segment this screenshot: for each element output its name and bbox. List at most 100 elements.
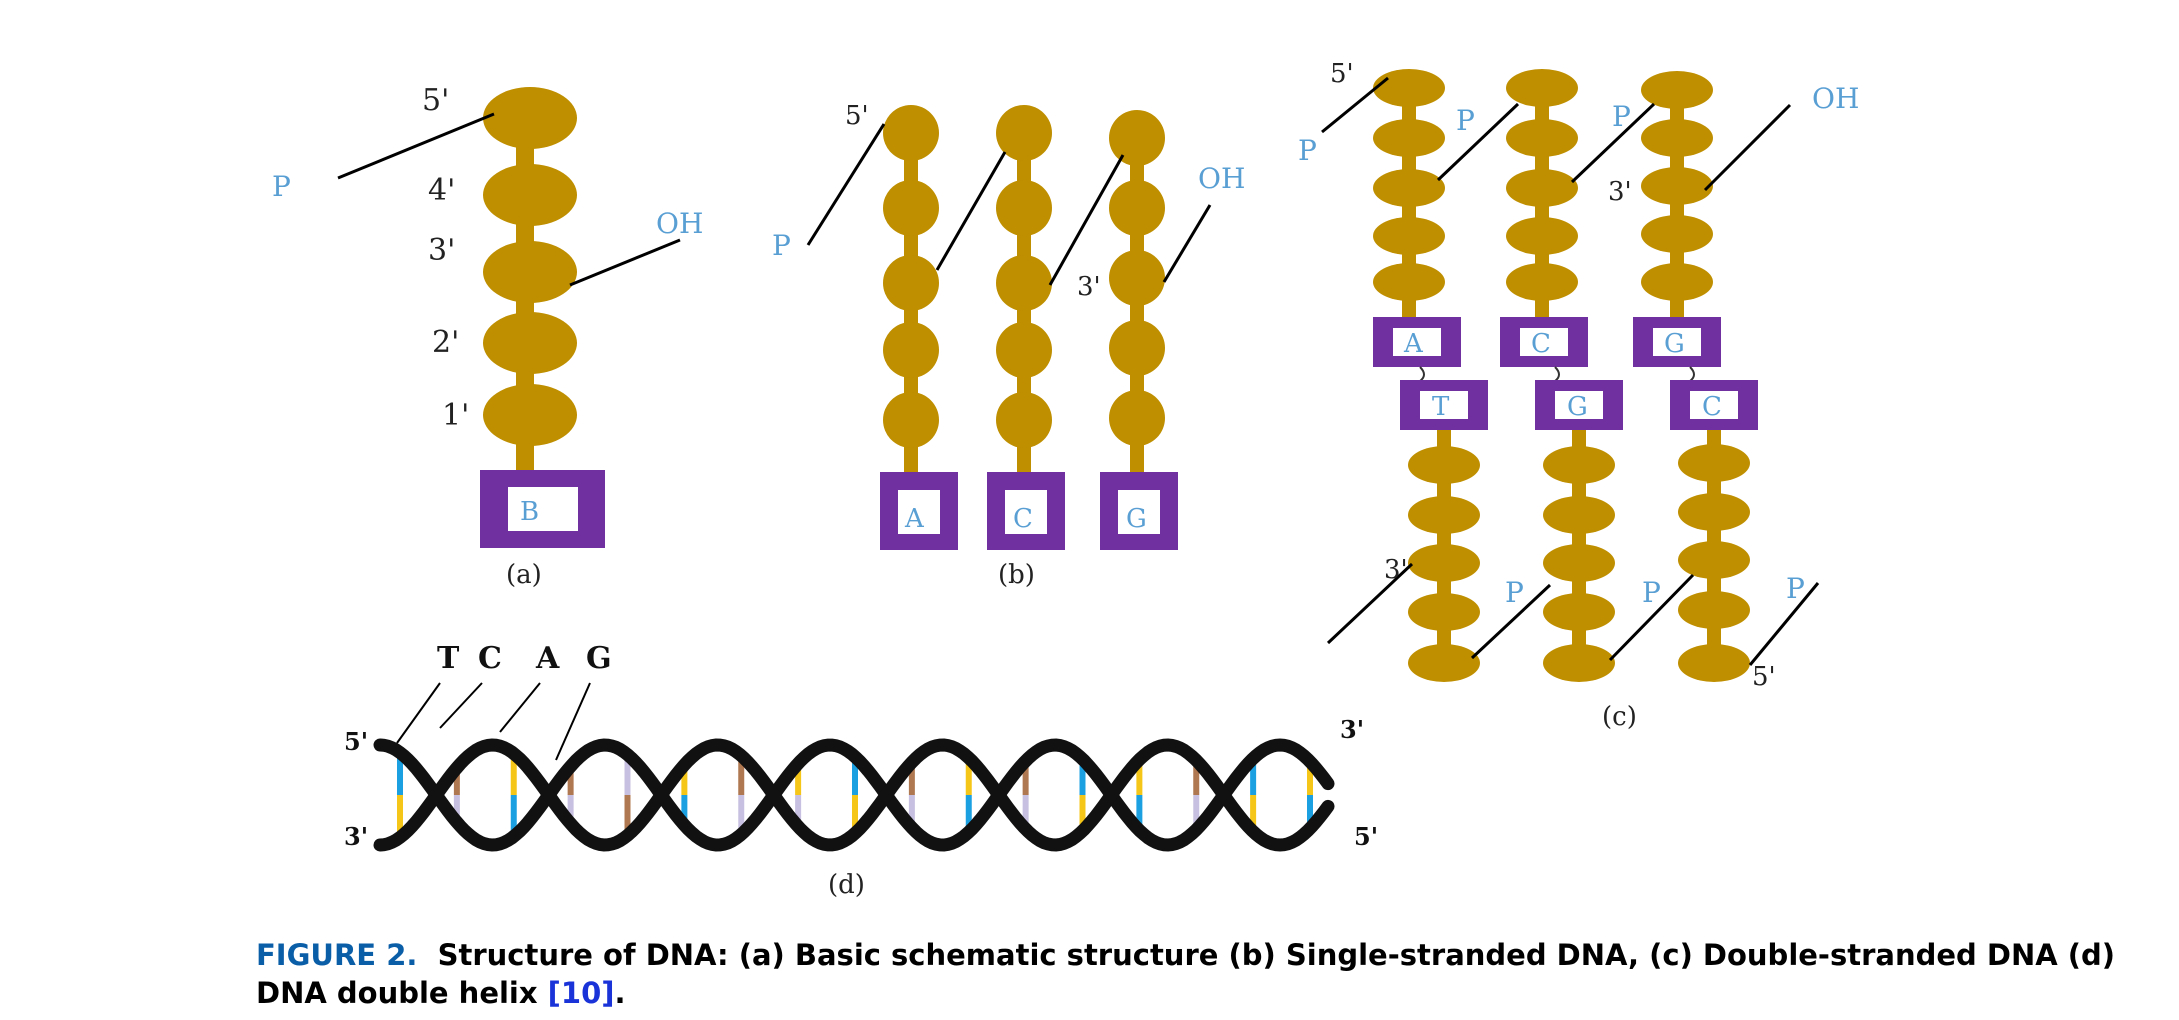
sugar bbox=[883, 255, 939, 311]
panel-d: T C A G 5' 3' 3' 5' (d) bbox=[344, 641, 1378, 900]
panel-c-top-base-3: G bbox=[1664, 329, 1685, 359]
panel-b-phosphate: P bbox=[772, 229, 791, 262]
panel-d-letter-g: G bbox=[586, 641, 612, 676]
sugar bbox=[1408, 644, 1480, 682]
panel-c-top-phosphate-line-3 bbox=[1570, 102, 1656, 184]
sugar bbox=[1641, 167, 1713, 205]
caption-text: Structure of DNA: (a) Basic schematic st… bbox=[256, 938, 2116, 1010]
panel-c-bottom-line-1 bbox=[1326, 562, 1414, 645]
sugar bbox=[996, 180, 1052, 236]
sugar bbox=[1678, 493, 1750, 531]
sugar bbox=[996, 322, 1052, 378]
sugar bbox=[1543, 446, 1615, 484]
panel-a-oh-line bbox=[569, 238, 681, 287]
panel-b-base-a: A bbox=[904, 504, 925, 534]
panel-d-letter-t: T bbox=[437, 641, 460, 676]
sugar bbox=[1506, 263, 1578, 301]
sugar bbox=[1373, 263, 1445, 301]
panel-b-caption: (b) bbox=[998, 560, 1035, 590]
sugar bbox=[996, 392, 1052, 448]
sugar bbox=[1641, 119, 1713, 157]
panel-c-phosphate-top-2: P bbox=[1456, 104, 1475, 137]
panel-c-phosphate-bottom-3: P bbox=[1786, 572, 1805, 605]
panel-a-hydroxyl: OH bbox=[656, 207, 703, 240]
sugar bbox=[1641, 71, 1713, 109]
panel-b-phosphate-line-2 bbox=[935, 151, 1007, 271]
panel-a-sugar-4 bbox=[483, 164, 577, 226]
panel-b-five-prime: 5' bbox=[845, 101, 869, 131]
base-inner bbox=[1690, 391, 1738, 419]
sugar bbox=[1678, 644, 1750, 682]
panel-d-letter-a: A bbox=[535, 641, 560, 676]
caption-reference-link[interactable]: [10] bbox=[547, 976, 615, 1010]
panel-a-phosphate: P bbox=[272, 170, 291, 203]
base-inner bbox=[1520, 328, 1568, 356]
panel-c-top-strand-3: G bbox=[1633, 71, 1721, 367]
sugar bbox=[1109, 250, 1165, 306]
base-inner bbox=[1005, 490, 1047, 534]
panel-d-pointer-c bbox=[439, 682, 483, 729]
panel-d-right-bottom: 5' bbox=[1354, 822, 1378, 851]
base-inner bbox=[1653, 328, 1701, 356]
panel-a-label-3: 3' bbox=[428, 233, 455, 268]
caption-end: . bbox=[614, 976, 626, 1010]
panel-b-base-c: C bbox=[1013, 504, 1033, 534]
panel-b-phosphate-line-1 bbox=[806, 123, 886, 246]
panel-c-bottom-strand-2: G bbox=[1535, 380, 1623, 682]
sugar bbox=[1543, 644, 1615, 682]
sugar bbox=[1373, 69, 1445, 107]
sugar bbox=[883, 322, 939, 378]
sugar bbox=[1641, 215, 1713, 253]
panel-c-top-base-2: C bbox=[1531, 329, 1551, 359]
sugar bbox=[1373, 217, 1445, 255]
panel-a-label-1: 1' bbox=[442, 398, 469, 433]
sugar bbox=[1109, 110, 1165, 166]
sugar bbox=[1543, 544, 1615, 582]
panel-c-bottom-strand-3: C bbox=[1670, 380, 1758, 682]
panel-a-phosphate-line bbox=[337, 112, 495, 180]
panel-b-strand-c: C bbox=[987, 105, 1065, 550]
panel-c-caption: (c) bbox=[1602, 702, 1637, 732]
sugar bbox=[996, 255, 1052, 311]
panel-c-phosphate-bottom-2: P bbox=[1642, 576, 1661, 609]
base-inner bbox=[1555, 391, 1603, 419]
panel-a-sugar-2 bbox=[483, 312, 577, 374]
panel-c-top-strand-1: A bbox=[1373, 69, 1461, 367]
panel-c-bottom-base-1: T bbox=[1432, 392, 1450, 422]
panel-c-bottom-line-2 bbox=[1470, 583, 1552, 660]
sugar bbox=[1678, 444, 1750, 482]
panel-c-bottom-line-4 bbox=[1748, 582, 1820, 666]
panel-d-pointer-t bbox=[396, 682, 441, 744]
caption-label: FIGURE 2. bbox=[256, 938, 418, 972]
panel-c-phosphate-top-3: P bbox=[1612, 100, 1631, 133]
sugar bbox=[1506, 217, 1578, 255]
panel-d-left-bottom: 3' bbox=[344, 822, 368, 851]
helix-strand-1 bbox=[373, 738, 1335, 852]
sugar bbox=[1109, 180, 1165, 236]
panel-a-sugar-5 bbox=[483, 87, 577, 149]
panel-d-right-top: 3' bbox=[1340, 715, 1364, 744]
panel-c-bottom-line-3 bbox=[1608, 573, 1695, 662]
panel-c-bottom-base-3: C bbox=[1702, 392, 1722, 422]
panel-b-hydroxyl: OH bbox=[1198, 162, 1245, 195]
sugar bbox=[1408, 496, 1480, 534]
helix-strand-2 bbox=[373, 738, 1335, 852]
panel-a-label-2: 2' bbox=[432, 325, 459, 360]
panel-b-phosphate-line-3 bbox=[1048, 154, 1125, 286]
panel-c-top-phosphate-line-1 bbox=[1321, 76, 1389, 134]
panel-d-caption: (d) bbox=[828, 870, 865, 900]
sugar bbox=[1373, 119, 1445, 157]
sugar bbox=[1408, 544, 1480, 582]
sugar bbox=[1408, 446, 1480, 484]
panel-c-top-base-1: A bbox=[1403, 329, 1424, 359]
base-inner bbox=[1118, 490, 1160, 534]
sugar bbox=[1506, 69, 1578, 107]
panel-c-phosphate-top-1: P bbox=[1298, 134, 1317, 167]
panel-c-top-strand-2: C bbox=[1500, 69, 1588, 367]
panel-c: A C G bbox=[1298, 59, 1859, 732]
figure-caption: FIGURE 2. Structure of DNA: (a) Basic sc… bbox=[256, 936, 2156, 1012]
panel-c-three-prime-bottom: 3' bbox=[1384, 555, 1408, 585]
panel-d-letter-c: C bbox=[478, 641, 502, 676]
panel-c-oh-line bbox=[1703, 103, 1792, 192]
